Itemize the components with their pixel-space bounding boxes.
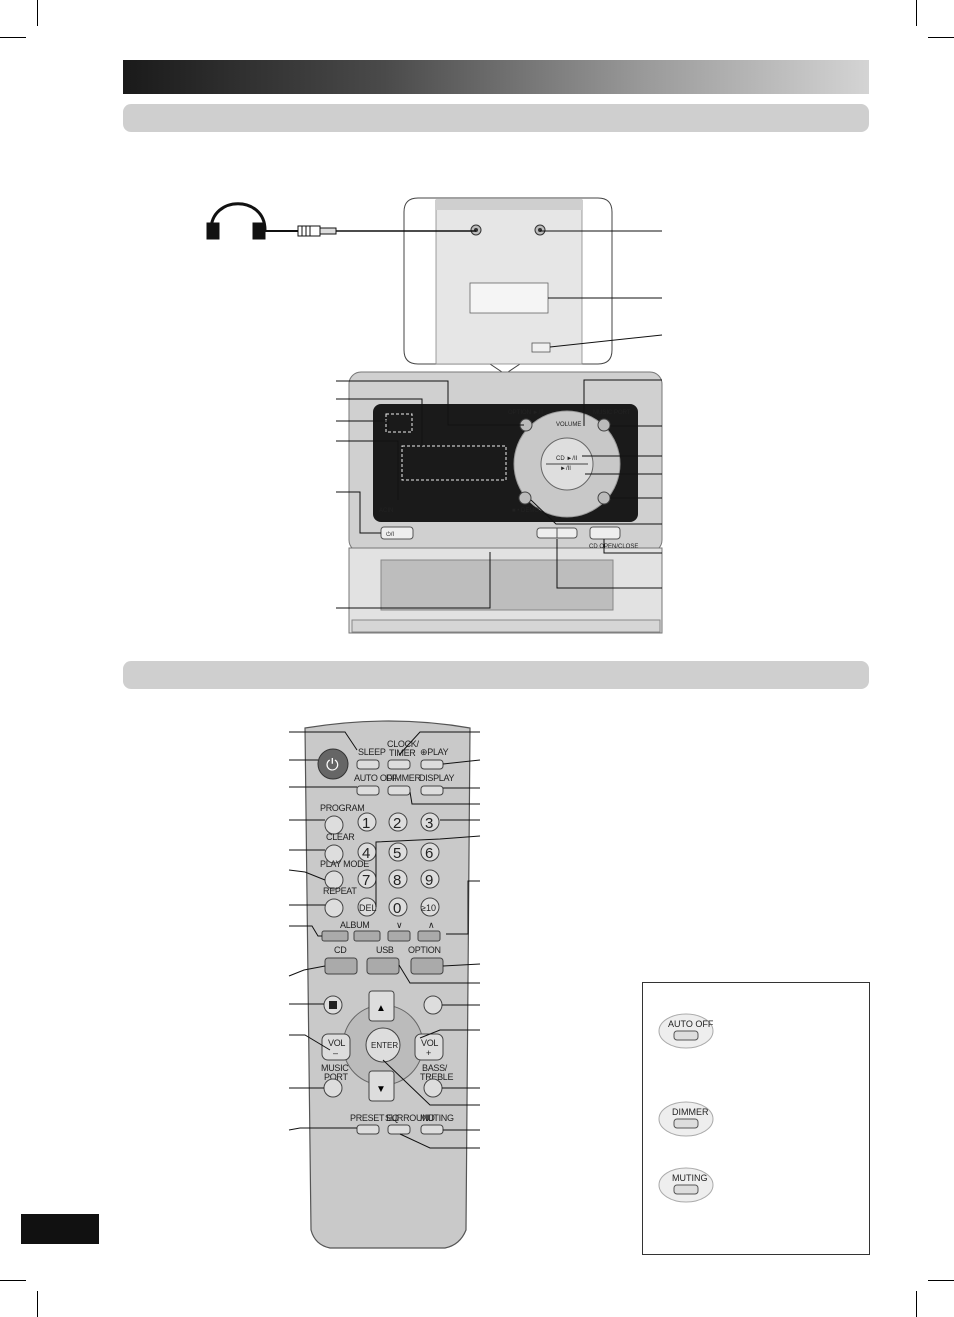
main-unit-diagram: OPTION ►/II MUSIC PORT VOLUME CD ►/II ►/…	[206, 197, 663, 634]
svg-text:VOLUME: VOLUME	[556, 422, 581, 428]
page-number-tab	[21, 1214, 99, 1244]
remote-top-buttons	[356, 759, 444, 796]
svg-text:∧: ∧	[428, 920, 434, 930]
svg-text:AUTO OFF: AUTO OFF	[354, 773, 398, 783]
svg-text:9: 9	[425, 872, 433, 889]
svg-text:VOL: VOL	[328, 1038, 345, 1048]
svg-text:≥10: ≥10	[421, 903, 436, 913]
legend-dimmer-button: DIMMER	[658, 1101, 714, 1137]
svg-text:DEL: DEL	[359, 903, 377, 913]
svg-text:MUTING: MUTING	[672, 1173, 708, 1183]
svg-text:OPTION: OPTION	[408, 945, 441, 955]
power-button	[317, 748, 349, 780]
svg-text:OPTION ►/II: OPTION ►/II	[508, 410, 544, 416]
top-view-callout	[403, 197, 613, 375]
crop-mark	[928, 1280, 954, 1281]
legend-auto-off-button: AUTO OFF	[658, 1013, 714, 1049]
svg-text:▼: ▼	[376, 1084, 386, 1095]
svg-text:⊕PLAY: ⊕PLAY	[420, 747, 449, 757]
svg-text:CLEAR: CLEAR	[326, 832, 355, 842]
svg-text:ENTER: ENTER	[371, 1041, 398, 1050]
svg-text:CD OPEN/CLOSE: CD OPEN/CLOSE	[589, 544, 638, 550]
crop-mark	[37, 0, 38, 26]
svg-text:SLEEP: SLEEP	[358, 747, 386, 757]
power-icon: ⏻	[326, 755, 339, 774]
svg-text:3: 3	[425, 815, 433, 832]
section-bar-main-unit	[123, 104, 869, 132]
svg-text:SURROUND: SURROUND	[385, 1113, 435, 1123]
svg-text:ACIN: ACIN	[379, 508, 393, 514]
legend-muting-button: MUTING	[658, 1167, 714, 1203]
headphones-icon	[206, 202, 267, 240]
svg-text:⏻/I: ⏻/I	[386, 531, 394, 538]
svg-text:PORT: PORT	[324, 1072, 348, 1082]
svg-text:VOL: VOL	[421, 1038, 438, 1048]
svg-text:USB: USB	[376, 945, 394, 955]
svg-text:▲: ▲	[376, 1003, 386, 1014]
main-unit-labels: OPTION ►/II MUSIC PORT VOLUME CD ►/II ►/…	[379, 410, 638, 550]
svg-text:MUSIC: MUSIC	[321, 1063, 349, 1073]
svg-text:4: 4	[362, 845, 370, 862]
svg-text:AUTO OFF: AUTO OFF	[668, 1019, 714, 1029]
headphone-plug-icon	[262, 225, 337, 237]
crop-mark	[928, 37, 954, 38]
button-legend-box: AUTO OFF DIMMER MUTING	[642, 982, 870, 1255]
remote-body	[304, 720, 471, 1249]
remote-control-diagram: ⏻ SLEEP CLOCK/TIMER ⊕PLAY AUTO OFF DIMME…	[288, 720, 481, 1249]
svg-text:REPEAT: REPEAT	[323, 886, 357, 896]
crop-mark	[0, 37, 26, 38]
svg-text:►/II: ►/II	[560, 466, 571, 472]
svg-text:7: 7	[362, 872, 370, 889]
svg-text:8: 8	[393, 872, 401, 889]
svg-text:PLAY MODE: PLAY MODE	[320, 859, 369, 869]
svg-text:DISPLAY: DISPLAY	[419, 773, 455, 783]
svg-text:■ • DEMO: ■ • DEMO	[512, 508, 539, 514]
svg-text:DIMMER: DIMMER	[672, 1107, 709, 1117]
enter-button	[365, 1027, 401, 1063]
svg-text:PRESET EQ: PRESET EQ	[350, 1113, 399, 1123]
svg-text:TREBLE: TREBLE	[420, 1072, 454, 1082]
svg-text:BASS/: BASS/	[422, 1063, 448, 1073]
svg-text:∨: ∨	[396, 920, 402, 930]
crop-mark	[916, 0, 917, 26]
svg-text:MUSIC PORT: MUSIC PORT	[593, 410, 631, 416]
svg-text:MUTING: MUTING	[420, 1113, 454, 1123]
svg-text:TIMER: TIMER	[389, 748, 416, 758]
svg-text:CD ►/II: CD ►/II	[556, 456, 578, 462]
crop-mark	[916, 1291, 917, 1317]
svg-text:ALBUM: ALBUM	[340, 920, 370, 930]
svg-text:2: 2	[393, 815, 401, 832]
svg-text:PROGRAM: PROGRAM	[320, 803, 364, 813]
svg-text:5: 5	[393, 845, 401, 862]
remote-left-buttons	[324, 815, 344, 918]
crop-mark	[37, 1291, 38, 1317]
svg-text:+: +	[426, 1048, 431, 1058]
svg-text:1: 1	[362, 815, 370, 832]
svg-text:6: 6	[425, 845, 433, 862]
svg-text:0: 0	[393, 900, 401, 917]
svg-text:DIMMER: DIMMER	[386, 773, 421, 783]
number-pad	[357, 812, 440, 917]
svg-text:CLOCK/: CLOCK/	[387, 739, 420, 749]
crop-mark	[0, 1280, 26, 1281]
svg-text:–: –	[333, 1048, 338, 1058]
section-bar-remote	[123, 661, 869, 689]
svg-text:CD: CD	[334, 945, 347, 955]
page-title-bar	[123, 60, 869, 94]
